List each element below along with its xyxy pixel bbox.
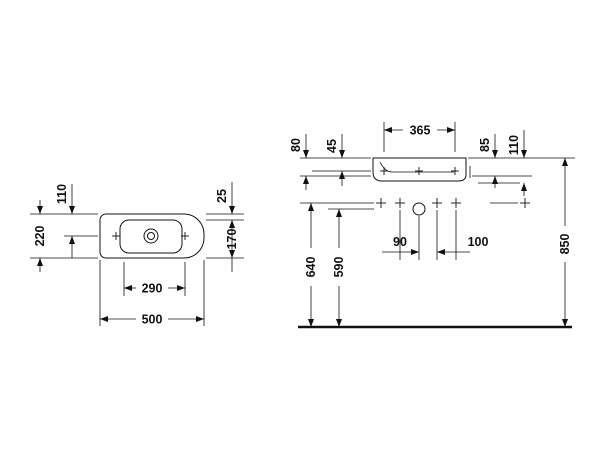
- tap-hole-side-icon: [380, 167, 388, 175]
- bowl-outline: [119, 219, 183, 254]
- basin-inner-curve: [379, 161, 454, 173]
- connection-cross-4-icon: [451, 198, 461, 208]
- dim-110-plan-label: 110: [55, 184, 69, 204]
- dim-110-side-label: 110: [507, 135, 521, 155]
- basin-side-outline: [372, 157, 467, 182]
- connection-cross-2-icon: [395, 198, 405, 208]
- dim-640-label: 640: [304, 257, 318, 278]
- plan-view: 500 290 220 110 170 25: [30, 182, 244, 327]
- dim-80-label: 80: [289, 138, 303, 152]
- tap-hole-right-icon: [181, 232, 189, 240]
- drain-inner: [147, 232, 155, 240]
- connection-cross-3-icon: [432, 198, 442, 208]
- dim-590-label: 590: [332, 257, 346, 278]
- dim-290-label: 290: [142, 282, 163, 296]
- tap-hole-side-right-icon: [451, 167, 459, 175]
- dim-850-label: 850: [558, 234, 572, 255]
- dim-365-label: 365: [410, 124, 431, 138]
- connection-cross-5-icon: [520, 198, 530, 208]
- dim-25-label: 25: [215, 189, 229, 203]
- dim-500-label: 500: [142, 313, 163, 327]
- drain-side-icon: [415, 167, 423, 175]
- drain-outer: [143, 228, 159, 244]
- dim-45-label: 45: [325, 139, 339, 153]
- connection-cross-1-icon: [376, 198, 386, 208]
- side-view: 365 80 45 640 590: [289, 122, 575, 329]
- dim-220-label: 220: [33, 226, 47, 247]
- tap-hole-left-icon: [112, 232, 120, 240]
- waste-outlet-icon: [412, 202, 426, 216]
- dim-85-label: 85: [478, 138, 492, 152]
- basin-outline: [99, 213, 205, 259]
- dim-90-label: 90: [393, 235, 407, 249]
- dim-170-label: 170: [225, 229, 239, 250]
- dim-100-label: 100: [468, 235, 489, 249]
